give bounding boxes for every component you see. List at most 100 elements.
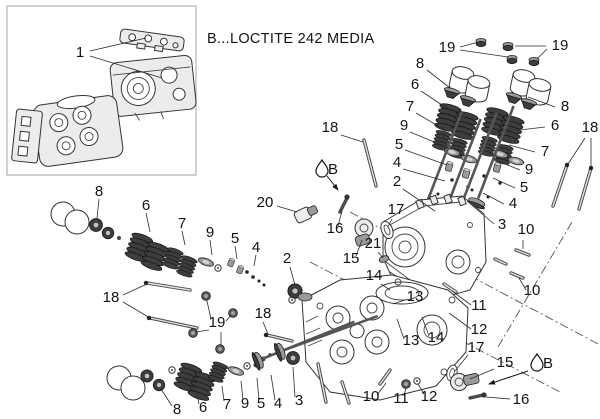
leader-line: [459, 41, 480, 48]
callout-16: 16: [513, 391, 530, 408]
valve-stem-seal: [461, 167, 471, 180]
callout-1: 1: [76, 44, 84, 61]
leader-line: [409, 131, 452, 150]
valve-stem-seal: [444, 160, 454, 173]
leader-line: [292, 366, 296, 398]
leader-line: [160, 388, 173, 407]
callout-15: 15: [343, 250, 360, 267]
callout-9: 9: [241, 395, 249, 412]
chain-guide-bracket-illustration: [11, 108, 43, 164]
callout-18: 18: [322, 119, 339, 136]
leader-line: [195, 329, 210, 333]
chain-tensioner: [450, 373, 480, 391]
leader-line: [567, 137, 586, 165]
loctite-note: B...LOCTITE 242 MEDIA: [207, 31, 374, 47]
leader-line: [392, 299, 406, 305]
leader-line: [206, 300, 212, 320]
callout-5: 5: [257, 395, 265, 412]
leader-line: [451, 290, 472, 306]
leader-line: [376, 382, 387, 396]
callout-4: 4: [393, 154, 401, 171]
leader-line: [508, 144, 536, 153]
bolt-16-lower: [468, 392, 487, 400]
valve-seal-3: [286, 351, 300, 365]
spring-seat: [196, 255, 216, 269]
bushing-21: [378, 255, 390, 263]
spark-plug-tube: [293, 205, 319, 224]
callout-8: 8: [95, 183, 103, 200]
callout-6: 6: [551, 117, 559, 134]
leader-line: [122, 283, 148, 296]
callout-12: 12: [421, 388, 438, 405]
cylinder-head-lower-view: [32, 94, 124, 167]
callout-16: 16: [327, 220, 344, 237]
lubricant-droplet-icon: [530, 353, 544, 372]
lubricant-label: B: [543, 355, 553, 372]
callout-10: 10: [363, 388, 380, 405]
leader-line: [485, 396, 511, 400]
leader-line: [403, 386, 407, 397]
leader-line: [270, 374, 276, 401]
callout-4: 4: [509, 195, 517, 212]
leader-line: [466, 200, 495, 225]
callout-18: 18: [103, 289, 120, 306]
callout-2: 2: [283, 250, 291, 267]
tappet-shim-2: [297, 292, 313, 302]
leader-line: [122, 301, 151, 319]
leader-line: [89, 37, 147, 52]
callout-8: 8: [416, 55, 424, 72]
callout-2: 2: [393, 173, 401, 190]
leader-line: [221, 385, 225, 402]
leader-line: [420, 90, 452, 112]
lubricant-arrow: [326, 175, 339, 191]
callout-11: 11: [471, 297, 487, 314]
leader-line: [402, 188, 436, 212]
callout-9: 9: [400, 117, 408, 134]
leader-line: [518, 277, 527, 291]
callout-14: 14: [428, 329, 445, 346]
leader-line: [195, 387, 200, 405]
callout-3: 3: [498, 216, 506, 233]
right-valve-train-group: [362, 38, 594, 280]
callout-17: 17: [388, 201, 405, 218]
shim-8: [89, 218, 103, 232]
callout-10: 10: [518, 221, 535, 238]
lubricant-label: B: [328, 161, 338, 178]
leader-line: [459, 49, 509, 58]
leader-line: [536, 48, 548, 60]
callout-18: 18: [582, 119, 599, 136]
keeper-bit: [117, 236, 121, 240]
leader-line: [469, 368, 495, 380]
callout-9: 9: [206, 224, 214, 241]
leader-line: [426, 69, 451, 89]
cylinder-head-side-view: [382, 193, 487, 303]
leader-line: [262, 321, 269, 335]
callout-5: 5: [231, 230, 239, 247]
leader-line: [421, 316, 430, 337]
leader-line: [234, 245, 238, 260]
shim-8: [152, 378, 166, 392]
callout-8: 8: [173, 401, 181, 418]
leader-line: [387, 218, 393, 228]
callout-11: 11: [393, 390, 409, 407]
callout-7: 7: [178, 215, 186, 232]
leader-line: [527, 96, 556, 108]
callout-6: 6: [411, 76, 419, 93]
leader-line: [340, 134, 364, 143]
callout-18: 18: [255, 305, 272, 322]
leader-line: [454, 354, 469, 372]
callout-7: 7: [406, 98, 414, 115]
valve-keeper-cap: [506, 55, 518, 64]
valve-stem-seal: [235, 264, 245, 275]
leader-line: [145, 212, 151, 233]
leader-line: [402, 168, 446, 182]
washer-12: [413, 377, 421, 385]
leader-line: [253, 254, 257, 267]
shim-8: [101, 226, 115, 240]
callout-6: 6: [199, 399, 207, 416]
callout-7: 7: [223, 396, 231, 413]
leader-line: [89, 55, 163, 79]
leader-line: [289, 266, 296, 286]
callout-19: 19: [209, 314, 226, 331]
